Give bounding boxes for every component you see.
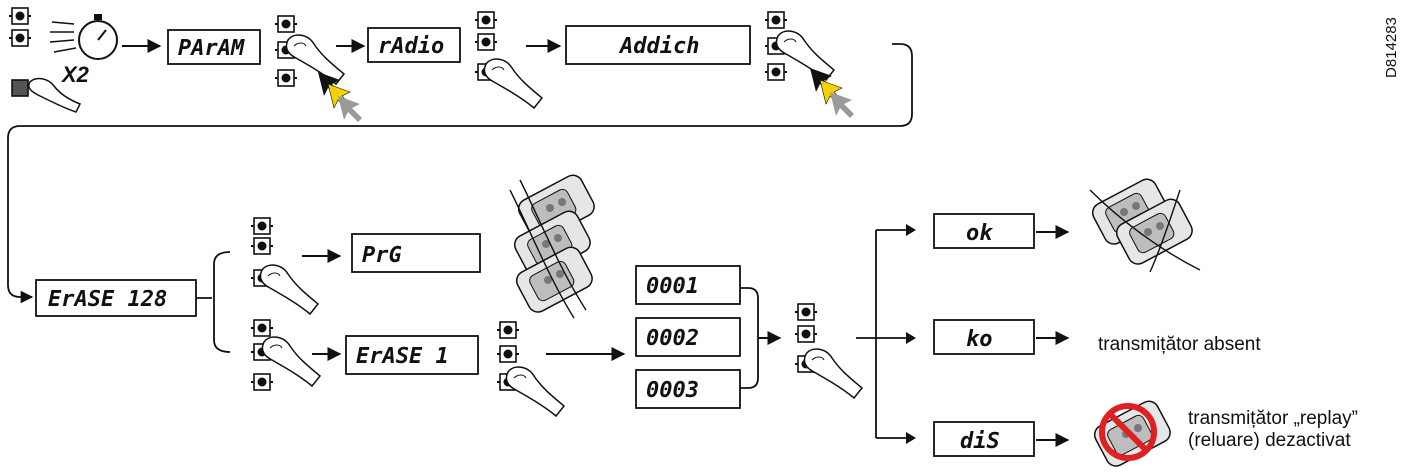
replay-label-line2: (reluare) dezactivat (1188, 430, 1351, 451)
display-0001-text: 0001 (646, 274, 699, 299)
display-prg-text: PrG (362, 243, 402, 268)
display-dis-text: diS (960, 429, 1000, 454)
button-group-result (794, 303, 863, 399)
display-radio: rAdio (367, 27, 461, 63)
display-0001: 0001 (635, 265, 741, 305)
display-ko: ko (933, 319, 1035, 355)
arrowhead (906, 224, 916, 236)
display-prg: PrG (351, 233, 481, 273)
stopwatch-icon (49, 14, 118, 60)
display-0002: 0002 (635, 317, 741, 357)
display-param-text: PArAM (178, 36, 245, 61)
button-group-addich (764, 11, 855, 119)
arrowhead (906, 432, 916, 444)
display-erase1: ErASE 1 (345, 335, 479, 375)
display-0003: 0003 (635, 369, 741, 409)
remote-control-icon (509, 171, 599, 319)
button-group-param (274, 15, 363, 123)
connector-line (7, 43, 913, 304)
display-dis: diS (933, 421, 1035, 457)
display-erase128-text: ErASE 128 (48, 287, 167, 312)
display-erase1-text: ErASE 1 (356, 344, 449, 369)
button-group-erase1-right (496, 321, 565, 417)
start-button-group (8, 7, 82, 113)
drawing-code: D814283 (1383, 17, 1400, 78)
display-ok: ok (933, 213, 1035, 249)
button-group-erase1-left (250, 319, 321, 391)
remote-control-icon (1088, 175, 1201, 273)
branch-bracket (196, 251, 231, 353)
transmitter-absent-label: transmițător absent (1098, 334, 1261, 355)
display-0003-text: 0003 (646, 378, 699, 403)
cursor-arrow-icon (809, 67, 855, 119)
arrowhead (906, 332, 916, 344)
merge-bracket (740, 287, 759, 389)
button-group-prg (250, 217, 319, 315)
display-erase128: ErASE 128 (35, 279, 197, 317)
replay-label-line1: transmițător „replay” (1188, 408, 1358, 429)
prohibited-icon (1090, 397, 1175, 471)
display-0002-text: 0002 (646, 326, 699, 351)
display-addich: Addich (565, 25, 751, 65)
display-radio-text: rAdio (378, 34, 444, 59)
display-ko-text: ko (966, 327, 993, 352)
button-group-radio (474, 11, 543, 109)
display-addich-text: Addich (618, 34, 699, 59)
x2-label: X2 (60, 62, 90, 87)
result-bracket (875, 229, 906, 439)
display-param: PArAM (167, 29, 261, 65)
display-ok-text: ok (966, 221, 993, 246)
